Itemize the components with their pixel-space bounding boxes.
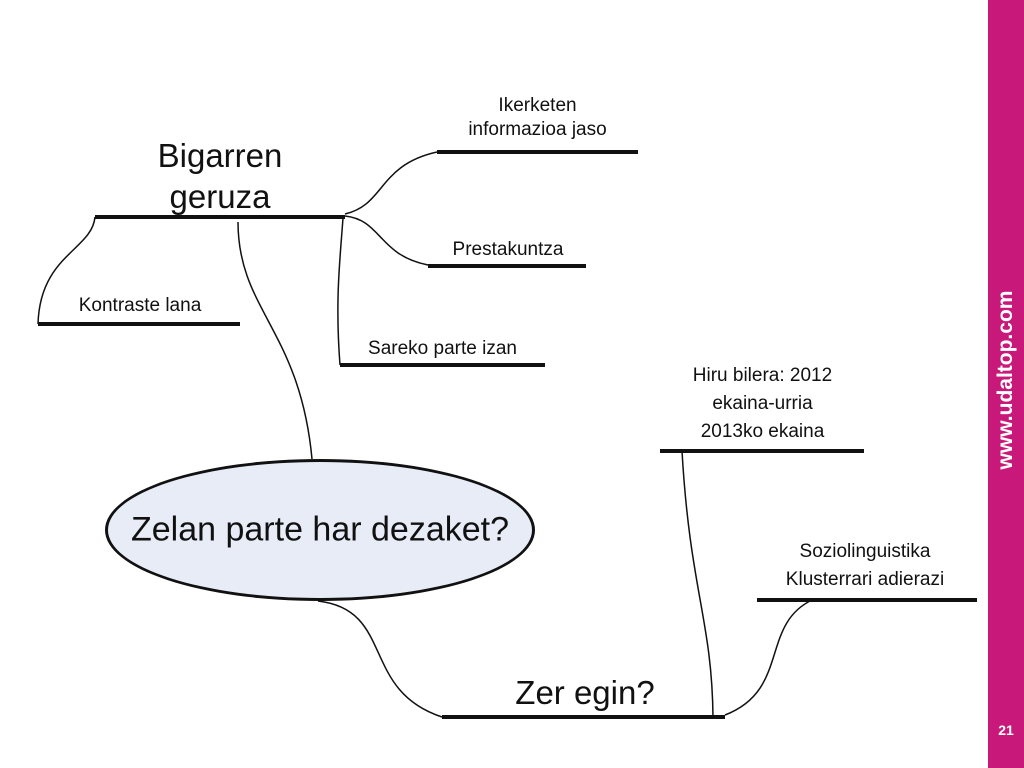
node-hiru-line1: Hiru bilera: 2012 (692, 365, 833, 386)
sidebar-url: www.udaltop.com (994, 290, 1017, 470)
node-prestakuntza: Prestakuntza (452, 239, 564, 260)
node-zer-egin: Zer egin? (515, 674, 655, 711)
node-soziolinguistika: Soziolinguistika Klusterrari adierazi (750, 538, 980, 594)
node-sozio-line2: Klusterrari adierazi (785, 569, 945, 590)
node-sozio-line1: Soziolinguistika (799, 541, 931, 562)
curve-bigarren-kontraste (37, 216, 96, 325)
page-number: 21 (998, 722, 1014, 738)
node-bigarren-line1: Bigarren (157, 137, 283, 174)
curve-bigarren-sareko (337, 217, 344, 366)
slide: Bigarren geruza Ikerketen informazioa ja… (37, 94, 980, 719)
central-ellipse: Zelan parte har dezaket? (105, 459, 535, 601)
node-ikerketen-line2: informazioa jaso (468, 118, 607, 140)
curve-bigarren-prestakuntza (344, 215, 429, 266)
curve-bigarren-ikerketen (344, 151, 438, 215)
curve-zer-egin-hiru (681, 450, 714, 718)
node-hiru-bilera: Hiru bilera: 2012 ekaina-urria 2013ko ek… (650, 362, 875, 446)
curve-bigarren-central (237, 221, 313, 460)
node-ikerketen: Ikerketen informazioa jaso (420, 94, 655, 142)
node-bigarren-line2: geruza (169, 178, 271, 216)
connector-lines (37, 150, 977, 719)
node-bigarren-geruza: Bigarren geruza (120, 135, 320, 218)
node-sareko-parte-izan: Sareko parte izan (368, 338, 517, 359)
node-kontraste-lana: Kontraste lana (78, 295, 202, 316)
curve-central-zer-egin (317, 600, 443, 718)
sidebar-band: www.udaltop.com 21 (988, 0, 1024, 768)
node-ikerketen-line1: Ikerketen (498, 95, 577, 116)
node-hiru-line3: 2013ko ekaina (700, 421, 825, 442)
curve-zer-egin-sozio (724, 599, 813, 716)
node-hiru-line2: ekaina-urria (712, 393, 813, 414)
central-label: Zelan parte har dezaket? (130, 510, 510, 549)
